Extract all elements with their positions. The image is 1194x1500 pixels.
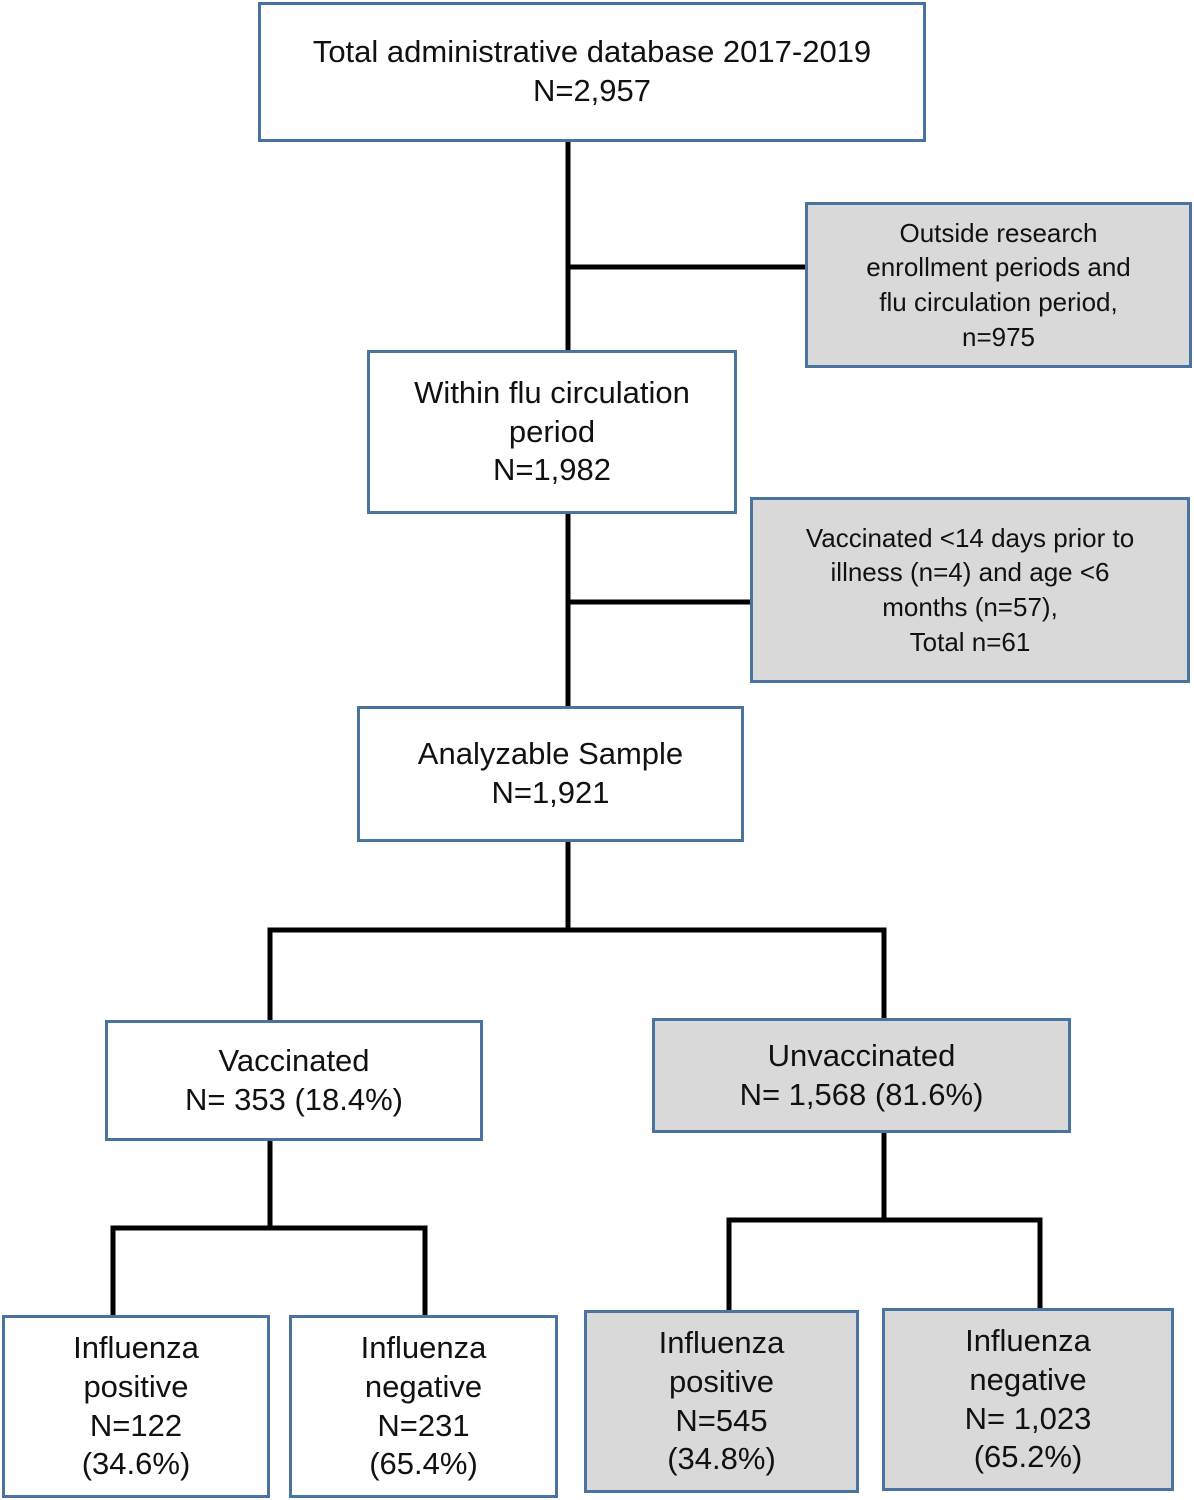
vacc-pos-count: N=122	[89, 1407, 183, 1443]
vacc-neg-count: N=231	[377, 1407, 470, 1443]
vaccinated-influenza-negative-box: Influenza negative N=231 (65.4%)	[289, 1315, 558, 1498]
vaccinated-count: N= 353 (18.4%)	[185, 1081, 403, 1117]
vaccinated-box: Vaccinated N= 353 (18.4%)	[105, 1020, 483, 1141]
vaccinated-influenza-positive-box: Influenza positive N=122 (34.6%)	[2, 1315, 270, 1498]
unvaccinated-influenza-positive-box: Influenza positive N=545 (34.8%)	[584, 1310, 859, 1493]
unvacc-pos-count: N=545	[675, 1402, 768, 1438]
unvacc-pos-line-2: positive	[668, 1363, 775, 1399]
analyzable-sample-box: Analyzable Sample N=1,921	[357, 706, 744, 842]
exclusion-box-outside-periods: Outside research enrollment periods and …	[805, 202, 1192, 368]
unvacc-neg-line-1: Influenza	[965, 1323, 1091, 1358]
exclusion-box-vaccinated-age: Vaccinated <14 days prior to illness (n=…	[750, 497, 1190, 683]
unvacc-neg-percent: (65.2%)	[973, 1439, 1083, 1475]
exclusion-1-line-2: enrollment periods and	[866, 252, 1131, 283]
exclusion-2-line-3: months (n=57),	[882, 592, 1058, 622]
unvacc-pos-percent: (34.8%)	[667, 1441, 776, 1477]
vacc-neg-line-2: negative	[364, 1368, 483, 1404]
within-line-2: period	[508, 413, 596, 449]
total-database-count: N=2,957	[532, 73, 652, 108]
unvacc-neg-line-2: negative	[969, 1361, 1087, 1397]
vacc-pos-percent: (34.6%)	[81, 1446, 191, 1482]
unvaccinated-count: N= 1,568 (81.6%)	[739, 1076, 984, 1112]
vacc-neg-percent: (65.4%)	[369, 1446, 478, 1482]
exclusion-2-count: Total n=61	[909, 626, 1031, 657]
exclusion-2-line-2: illness (n=4) and age <6	[830, 557, 1110, 588]
unvacc-neg-count: N= 1,023	[964, 1400, 1092, 1436]
vacc-pos-line-1: Influenza	[73, 1330, 199, 1365]
exclusion-1-line-1: Outside research	[899, 217, 1098, 248]
exclusion-1-line-3: flu circulation period,	[879, 287, 1118, 317]
unvaccinated-influenza-negative-box: Influenza negative N= 1,023 (65.2%)	[882, 1308, 1174, 1491]
within-flu-period-box: Within flu circulation period N=1,982	[367, 350, 737, 514]
within-line-1: Within flu circulation	[414, 374, 690, 410]
vacc-pos-line-2: positive	[83, 1368, 189, 1404]
unvaccinated-title: Unvaccinated	[767, 1037, 956, 1073]
exclusion-2-line-1: Vaccinated <14 days prior to	[805, 522, 1135, 553]
exclusion-1-count: n=975	[961, 321, 1036, 352]
analyzable-count: N=1,921	[491, 775, 610, 810]
total-database-title: Total administrative database 2017-2019	[312, 34, 872, 70]
total-database-box: Total administrative database 2017-2019 …	[258, 2, 926, 142]
unvacc-pos-line-1: Influenza	[658, 1325, 785, 1360]
analyzable-title: Analyzable Sample	[417, 736, 684, 772]
vaccinated-title: Vaccinated	[218, 1042, 370, 1078]
unvaccinated-box: Unvaccinated N= 1,568 (81.6%)	[652, 1018, 1071, 1133]
vacc-neg-line-1: Influenza	[360, 1330, 487, 1365]
within-count: N=1,982	[492, 452, 612, 488]
